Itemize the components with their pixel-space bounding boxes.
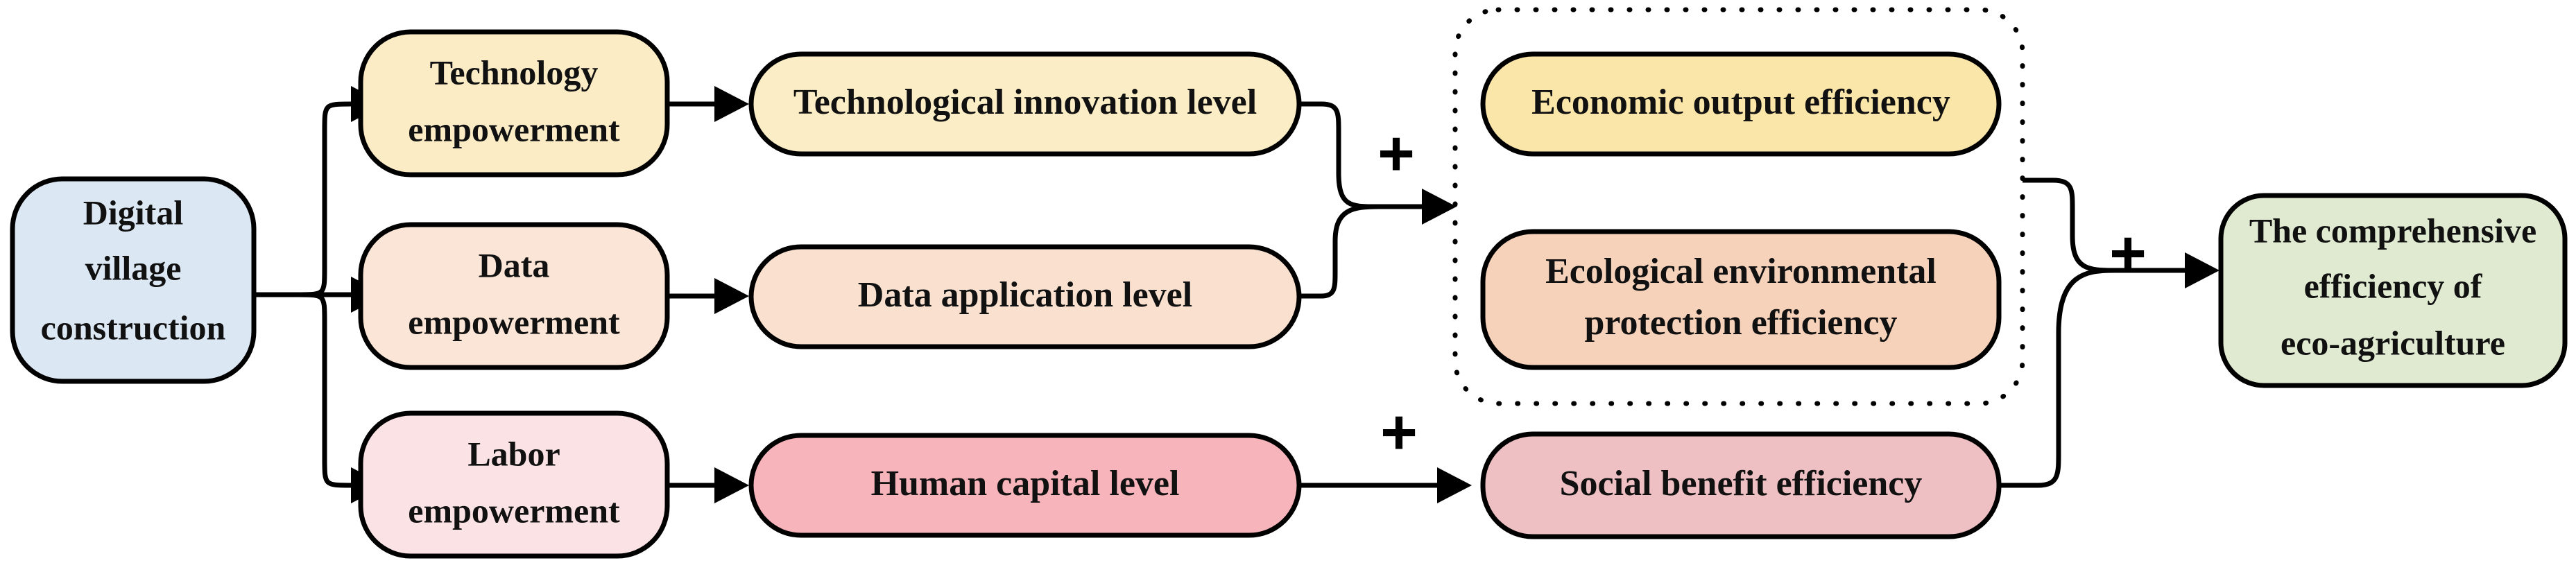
node-label-human-capital-level: Human capital level [871,464,1180,503]
arrowhead-to-group [1422,189,1457,225]
node-shape-ecological-environmental-protection-efficiency [1480,229,2002,370]
node-label-ecological-line1: Ecological environmental [1545,252,1937,291]
node-economic-output-efficiency[interactable]: Economic output efficiency [1480,51,2002,157]
node-label-technology-empowerment-line2: empowerment [408,110,620,148]
edge-source-to-technology [298,101,352,297]
node-label-data-empowerment-line2: empowerment [408,302,620,341]
node-label-labor-empowerment-line2: empowerment [408,491,620,530]
node-label-technology-empowerment-line1: Technology [430,53,599,92]
node-label-source-line2: village [85,248,182,287]
node-technology-empowerment[interactable]: Technology empowerment [358,29,670,177]
node-digital-village-construction[interactable]: Digital village construction [10,176,257,384]
node-shape-economic-output-efficiency [1480,51,2002,157]
arrowhead-social-benefit [1437,467,1472,503]
edge-tech-innovation-merge [1299,101,1450,209]
node-human-capital-level[interactable]: Human capital level [748,433,1302,538]
node-label-economic-output-efficiency: Economic output efficiency [1531,83,1950,122]
node-technological-innovation-level[interactable]: Technological innovation level [748,51,1302,157]
node-shape-technology-empowerment [358,29,670,177]
node-label-social-benefit-efficiency: Social benefit efficiency [1560,464,1923,503]
node-label-data-empowerment-line1: Data [479,245,550,284]
node-labor-empowerment[interactable]: Labor empowerment [358,410,670,559]
node-comprehensive-efficiency-eco-agriculture[interactable]: The comprehensive efficiency of eco-agri… [2218,193,2568,388]
node-label-data-application-level: Data application level [858,275,1192,315]
dotted-group-box [1452,7,2025,406]
node-label-target-line3: eco-agriculture [2281,323,2505,362]
plus-operator-bottom: + [1380,397,1418,467]
node-shape-data-application-level [748,244,1302,349]
node-data-empowerment[interactable]: Data empowerment [358,222,670,370]
node-shape-data-empowerment [358,222,670,370]
node-label-technological-innovation-level: Technological innovation level [793,83,1257,122]
node-shape-target [2218,193,2568,388]
node-label-ecological-line2: protection efficiency [1585,303,1898,343]
node-shape-technological-innovation-level [748,51,1302,157]
node-label-target-line2: efficiency of [2304,266,2483,305]
edge-social-benefit-to-final [1999,268,2185,488]
node-label-source-line1: Digital [83,193,184,232]
arrowhead-data-application [714,278,749,314]
arrowhead-tech-innovation [714,86,749,122]
arrowhead-final-target [2185,252,2219,288]
node-label-labor-empowerment-line1: Labor [467,434,560,473]
edge-source-to-labor [298,292,352,488]
edge-group-to-final [2023,177,2185,273]
node-shape-source [10,176,257,384]
node-layer: Digital village construction Technology … [10,29,2568,559]
operator-layer: + + + [1377,118,2147,467]
node-label-source-line3: construction [41,308,226,347]
node-shape-social-benefit-efficiency [1480,431,2002,539]
arrowhead-human-capital [714,467,749,503]
node-social-benefit-efficiency[interactable]: Social benefit efficiency [1480,431,2002,539]
node-data-application-level[interactable]: Data application level [748,244,1302,349]
node-ecological-environmental-protection-efficiency[interactable]: Ecological environmental protection effi… [1480,229,2002,370]
node-label-target-line1: The comprehensive [2249,211,2536,250]
plus-operator-final: + [2109,218,2147,288]
node-shape-human-capital-level [748,433,1302,538]
node-shape-labor-empowerment [358,410,670,559]
plus-operator-top: + [1377,118,1415,189]
edge-data-application-merge [1299,204,1450,299]
